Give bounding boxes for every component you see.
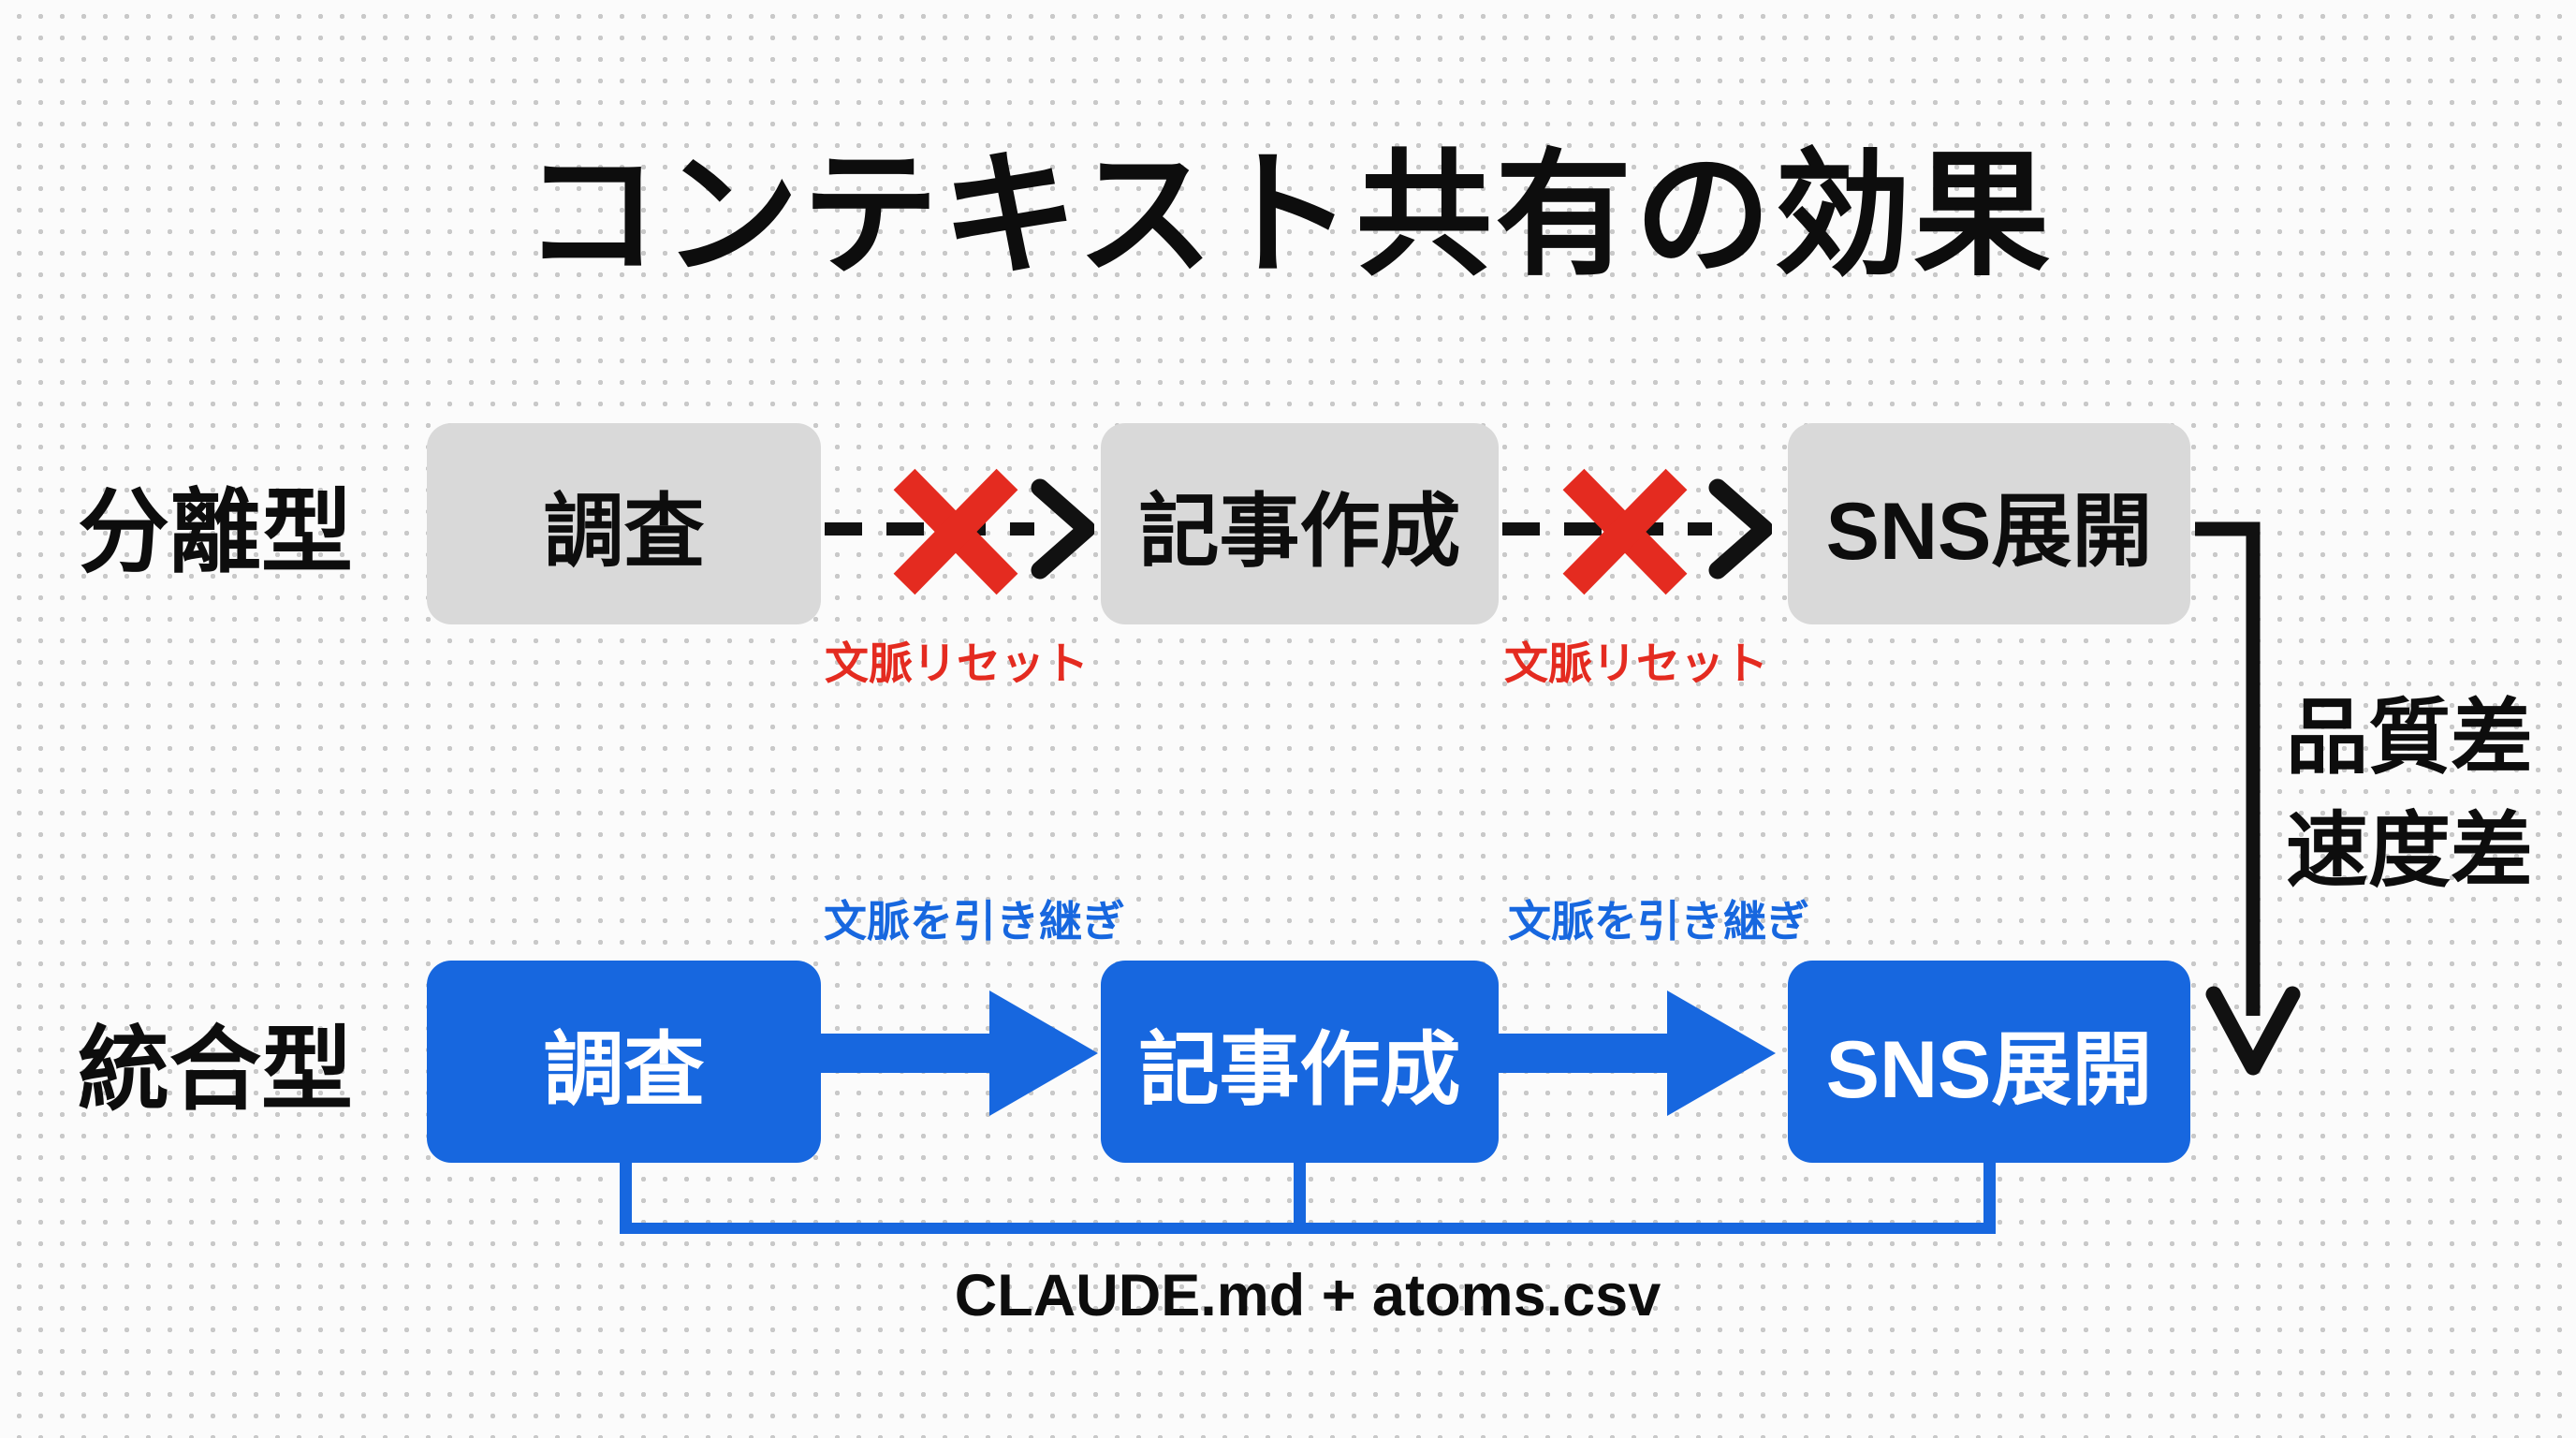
- x-mark-stroke: [893, 468, 1018, 595]
- context-handoff-label: 文脈を引き継ぎ: [1508, 897, 1809, 946]
- context-reset-label: 文脈リセット: [825, 638, 1089, 688]
- shared-context-connector-stub: [1294, 1159, 1306, 1234]
- solid-arrow-right-icon: [821, 990, 1098, 1116]
- shared-context-connector-stub: [1983, 1159, 1996, 1234]
- outcome-line-quality: 品質差: [2285, 691, 2533, 784]
- row-label-integrated: 統合型: [77, 1018, 353, 1121]
- solid-arrow-shape: [1499, 990, 1776, 1116]
- outcome-text: 品質差 速度差: [2263, 682, 2555, 907]
- dashed-arrow-head: [1031, 478, 1094, 580]
- step-box-article-separated: 記事作成: [1101, 423, 1499, 624]
- elbow-arrow-line: [2195, 521, 2261, 1016]
- step-box-article-integrated-label: 記事作成: [1138, 1024, 1461, 1115]
- x-mark-stroke: [1562, 468, 1688, 595]
- step-box-sns-separated-label: SNS展開: [1825, 487, 2153, 577]
- solid-arrow-shape: [821, 990, 1098, 1116]
- shared-context-label: CLAUDE.md + atoms.csv: [954, 1263, 1661, 1328]
- x-mark-icon: [1562, 468, 1688, 595]
- step-box-sns-integrated-label: SNS展開: [1825, 1024, 2153, 1115]
- step-box-article-integrated: 記事作成: [1101, 961, 1499, 1163]
- step-box-research-separated: 調査: [427, 423, 821, 624]
- step-box-sns-integrated: SNS展開: [1788, 961, 2190, 1163]
- step-box-research-integrated-label: 調査: [543, 1024, 705, 1115]
- dashed-arrow-right-icon: [1502, 478, 1772, 580]
- outcome-line-speed: 速度差: [2285, 803, 2533, 897]
- context-reset-label: 文脈リセット: [1504, 638, 1768, 688]
- step-box-article-separated-label: 記事作成: [1138, 487, 1461, 577]
- row-label-separated: 分離型: [77, 479, 353, 583]
- elbow-arrow-head: [2205, 986, 2301, 1076]
- page-title: コンテキスト共有の効果: [522, 139, 2054, 291]
- shared-context-connector-bar: [620, 1223, 1996, 1234]
- shared-context-connector-stub: [620, 1159, 632, 1234]
- step-box-research-separated-label: 調査: [543, 487, 705, 577]
- x-mark-icon: [893, 468, 1018, 595]
- dashed-arrow-head: [1708, 478, 1772, 580]
- context-handoff-label: 文脈を引き継ぎ: [824, 897, 1125, 946]
- dashed-arrow-right-icon: [825, 478, 1094, 580]
- step-box-sns-separated: SNS展開: [1788, 423, 2190, 624]
- step-box-research-integrated: 調査: [427, 961, 821, 1163]
- elbow-arrow-down-icon: [2195, 521, 2301, 1076]
- solid-arrow-right-icon: [1499, 990, 1776, 1116]
